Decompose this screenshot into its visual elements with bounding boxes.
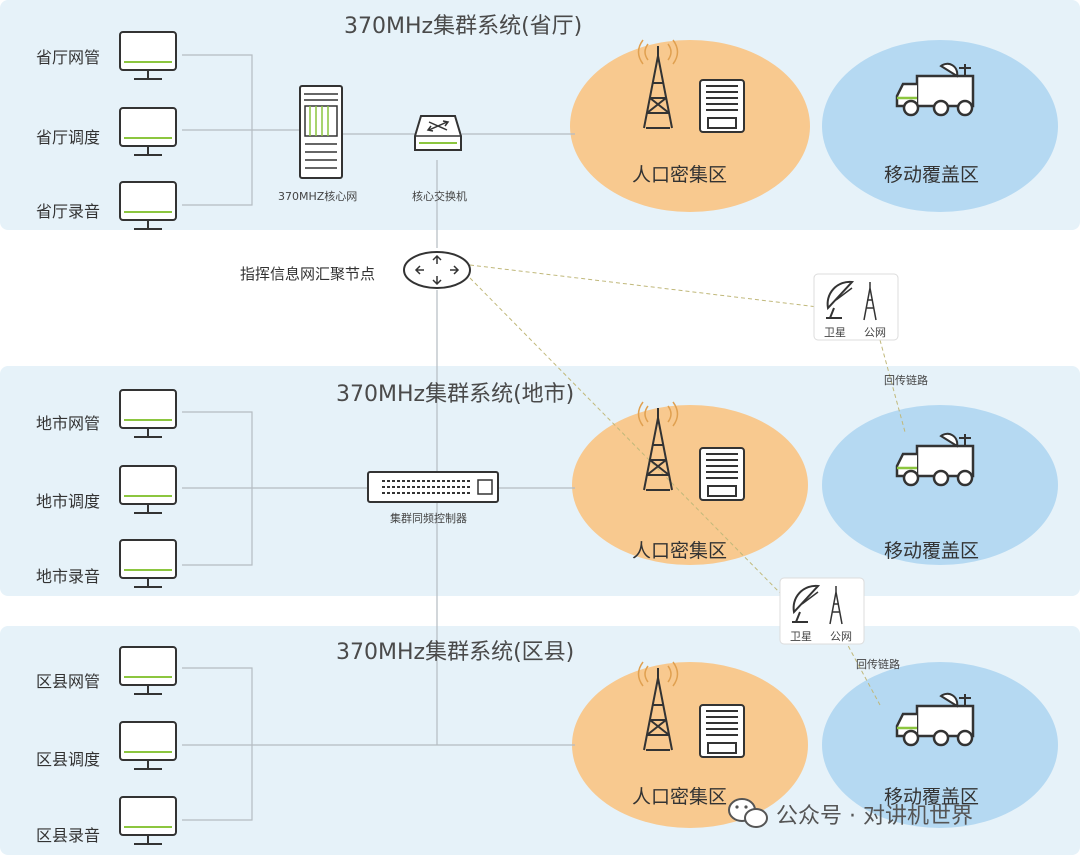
satellite-label: 卫星 [790, 630, 812, 643]
backhaul-lines [469, 264, 906, 706]
backhaul-link-label: 回传链路 [856, 658, 900, 671]
connection-lines [182, 54, 575, 821]
satellite-label: 卫星 [824, 326, 846, 339]
core-switch-label: 核心交换机 [412, 190, 467, 203]
aggregation-node-label: 指挥信息网汇聚节点 [240, 265, 376, 283]
dense-zone-label: 人口密集区 [632, 540, 728, 562]
public-net-label: 公网 [864, 326, 886, 339]
city-title: 370MHz集群系统(地市) [336, 382, 575, 407]
mobile-zone-provincial [822, 40, 1058, 212]
public-net-label: 公网 [830, 630, 852, 643]
mobile-zone-label: 移动覆盖区 [884, 786, 980, 808]
dense-zone-city [572, 405, 808, 565]
terminal-label: 地市调度 [36, 492, 101, 511]
terminal-label: 区县网管 [36, 672, 101, 691]
core-network-label: 370MHZ核心网 [278, 190, 358, 203]
terminal-label: 地市录音 [36, 567, 101, 586]
controller-label: 集群同频控制器 [390, 512, 467, 525]
dense-zone-provincial [570, 40, 810, 212]
watermark: 公众号 · 对讲机世界 [776, 804, 973, 829]
dense-zone-label: 人口密集区 [632, 164, 728, 186]
mobile-zone-label: 移动覆盖区 [884, 164, 980, 186]
terminal-label: 区县录音 [36, 826, 101, 845]
provincial-title: 370MHz集群系统(省厅) [344, 14, 583, 39]
terminal-label: 省厅录音 [36, 202, 101, 221]
terminal-label: 省厅网管 [36, 48, 101, 67]
backhaul-link-label: 回传链路 [884, 374, 928, 387]
terminal-label: 区县调度 [36, 750, 101, 769]
mobile-zone-label: 移动覆盖区 [884, 540, 980, 562]
terminal-label: 省厅调度 [36, 128, 101, 147]
county-title: 370MHz集群系统(区县) [336, 640, 575, 665]
dense-zone-label: 人口密集区 [632, 786, 728, 808]
terminal-label: 地市网管 [36, 414, 101, 433]
dense-zone-county [572, 662, 808, 828]
